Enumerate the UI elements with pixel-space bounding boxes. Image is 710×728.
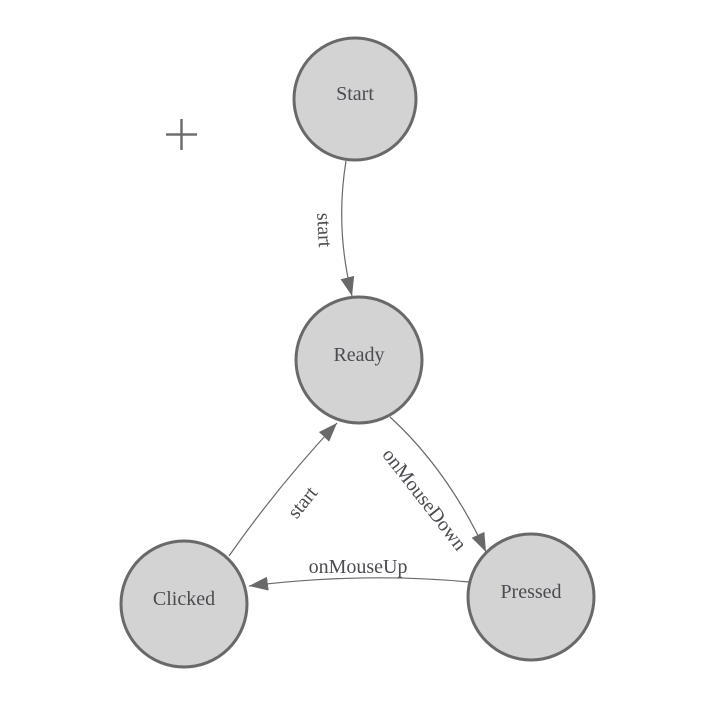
state-circle-ready[interactable] — [294, 295, 424, 425]
edge-ready-to-pressed[interactable] — [389, 416, 487, 553]
edge-label-start: start — [312, 212, 336, 248]
edge-group-ready-to-pressed: onMouseDown — [378, 416, 487, 555]
edge-label-onmousedown: onMouseDown — [378, 444, 471, 555]
edge-label-onmouseup: onMouseUp — [309, 556, 408, 578]
state-label-pressed: Pressed — [500, 581, 561, 603]
node-clicked: Clicked — [119, 539, 249, 669]
state-label-ready: Ready — [333, 344, 384, 366]
node-start: Start — [292, 36, 418, 162]
state-circle-clicked[interactable] — [119, 539, 249, 669]
edge-clicked-to-ready[interactable] — [228, 422, 338, 557]
edge-group-start-to-ready: start — [312, 160, 355, 297]
state-label-clicked: Clicked — [153, 588, 215, 610]
edge-start-to-ready[interactable] — [340, 160, 355, 297]
edge-group-clicked-to-ready: start — [228, 422, 338, 557]
node-pressed: Pressed — [466, 532, 596, 662]
state-circle-start[interactable] — [292, 36, 418, 162]
node-ready: Ready — [294, 295, 424, 425]
state-circle-pressed[interactable] — [466, 532, 596, 662]
edge-label-start-2: start — [283, 482, 322, 523]
edge-group-pressed-to-clicked: onMouseUp — [248, 556, 470, 591]
crosshair-icon — [166, 119, 197, 150]
state-label-start: Start — [336, 83, 374, 105]
edge-pressed-to-clicked[interactable] — [248, 576, 470, 591]
